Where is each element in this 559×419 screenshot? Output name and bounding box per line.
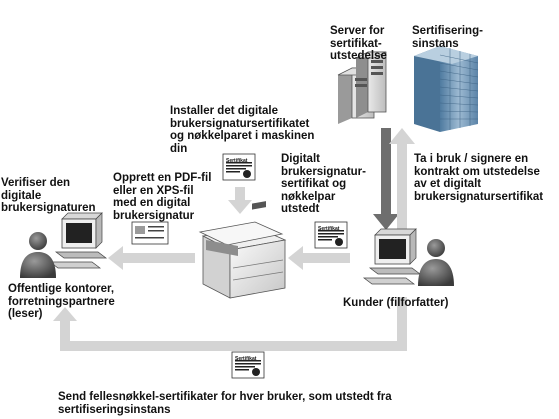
certificate-icon [231,351,265,379]
computer-workstation-icon [48,212,108,269]
customer-to-device-arrow [288,246,350,270]
certification-authority-label: Sertifisering- sinstans [412,25,483,50]
issued-label: Digitalt brukersignatur- sertifikat og n… [281,153,366,215]
certificate-icon [222,153,256,181]
multifunction-printer-icon [198,201,287,299]
send-certificates-label: Send fellesnøkkel-sertifikater for hver … [58,391,392,416]
server-tower-icon [337,51,387,124]
signed-document-icon [131,221,169,245]
apply-label: Ta i bruk / signere en kontrakt om utste… [414,153,544,203]
verify-label: Verifiser den digitale brukersignaturen [1,177,96,214]
install-arrow [228,187,252,214]
certificate-title: Sertifikat [226,158,248,164]
computer-workstation-icon [362,228,422,285]
office-building-icon [414,46,479,132]
certificate-title: Sertifikat [235,356,257,362]
person-icon [418,239,454,286]
certificate-title: Sertifikat [318,226,340,232]
server-label: Server for sertifikat- utstedelse [330,25,387,62]
issue-arrow [373,128,399,230]
apply-arrow [389,128,415,230]
install-label: Installer det digitale brukersignaturser… [170,105,315,155]
certificate-icon [314,221,348,249]
reader-label: Offentlige kontorer, forretningspartnere… [8,283,115,320]
public-cert-arrow [53,297,407,351]
device-to-reader-arrow [108,246,195,270]
person-icon [20,232,56,278]
create-pdf-label: Opprett en PDF-fil eller en XPS-fil med … [113,172,212,222]
customer-label: Kunder (filforfatter) [343,297,449,309]
